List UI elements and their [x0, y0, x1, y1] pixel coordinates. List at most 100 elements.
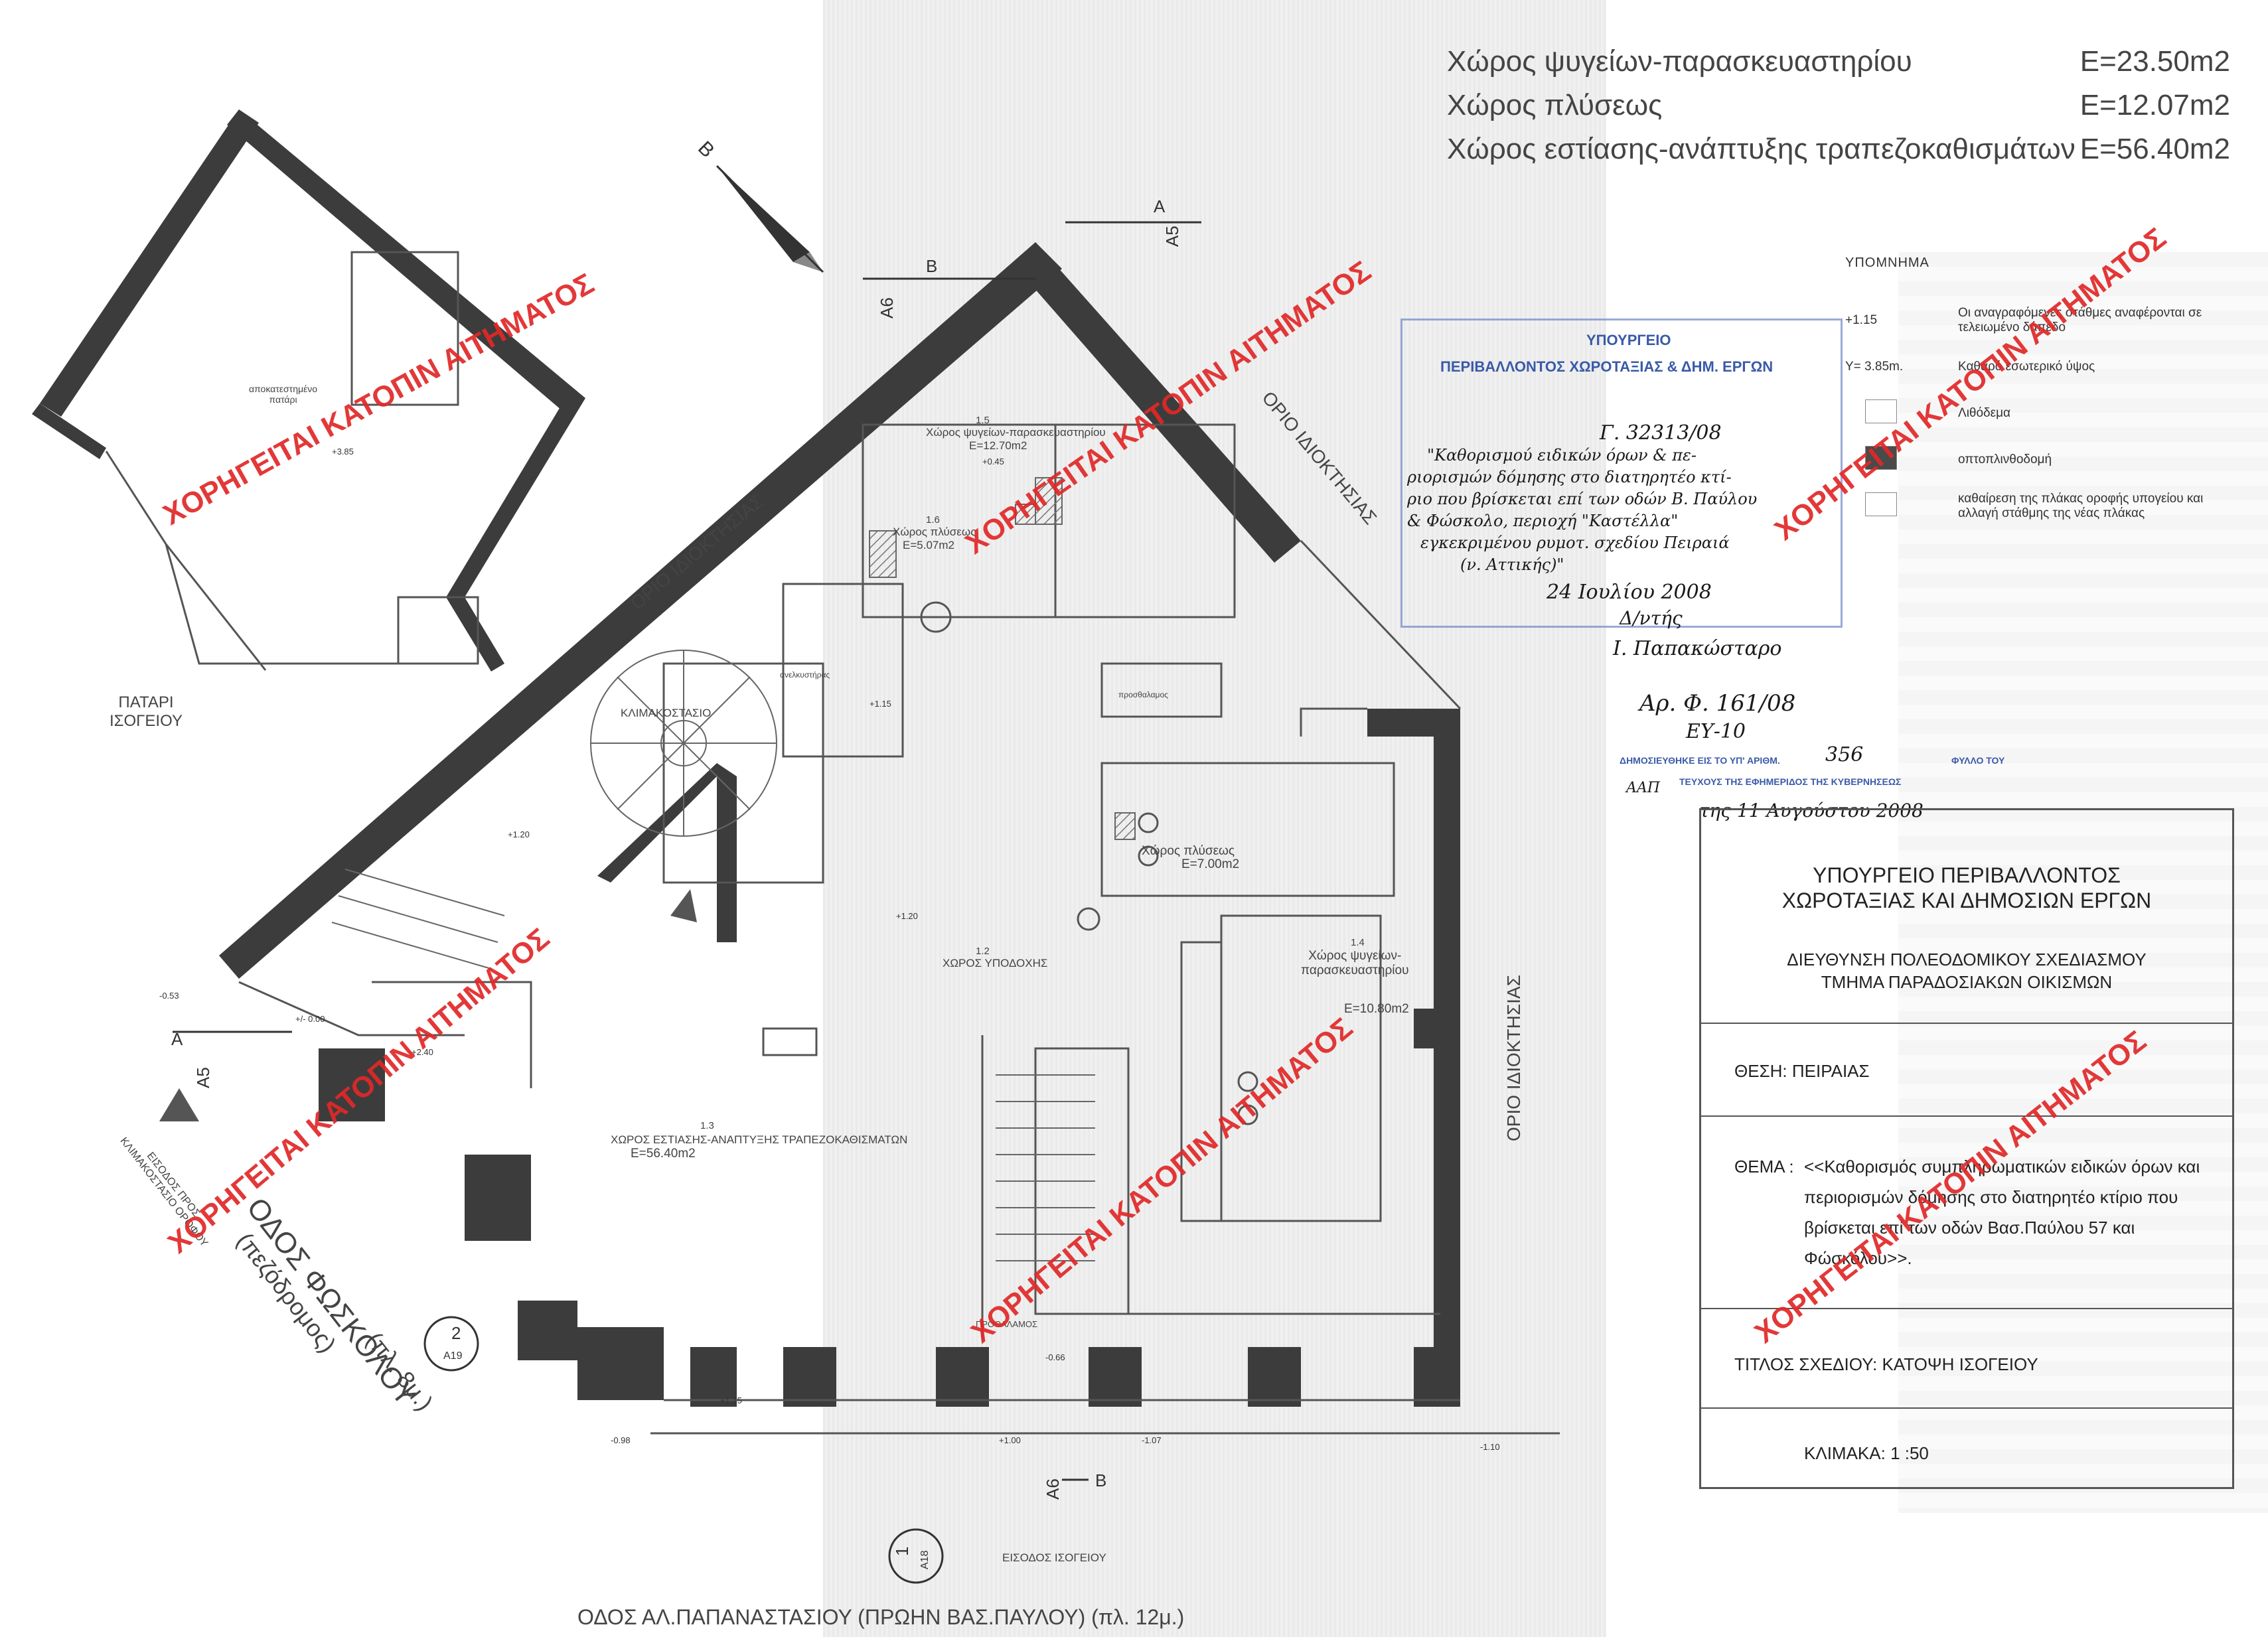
area-value: E=12.07m2	[2079, 89, 2230, 121]
level-marker: +1.00	[999, 1435, 1021, 1445]
stamp-hand-line: ριο που βρίσκεται επί των οδών Β. Παύλου	[1407, 490, 1758, 508]
entrance-ground-label: ΕΙΣΟΔΟΣ ΙΣΟΓΕΙΟΥ	[1002, 1551, 1106, 1564]
publication-line-1: ΔΗΜΟΣΙΕΥΘΗΚΕ ΕΙΣ ΤΟ ΥΠ' ΑΡΙΘΜ.	[1620, 755, 1780, 766]
room-14-area: E=10.80m2	[1344, 1002, 1409, 1016]
section-label-a-left: A	[171, 1029, 183, 1049]
room-11-name: Χώρος πλύσεως	[1142, 844, 1235, 858]
legend-title: ΥΠΟΜΝΗΜΑ	[1845, 255, 1929, 270]
tb-subject-line: Φώσκόλου>>.	[1804, 1248, 1912, 1268]
stamp-header-2: ΠΕΡΙΒΑΛΛΟΝΤΟΣ ΧΩΡΟΤΑΞΙΑΣ & ΔΗΜ. ΕΡΓΩΝ	[1440, 358, 1774, 375]
stamp-hand-line: Γ. 32313/08	[1600, 421, 1722, 445]
level-marker: +/- 0.00	[295, 1014, 325, 1024]
section-label-b-top: B	[926, 256, 937, 276]
tb-ministry-2: ΧΩΡΟΤΑΞΙΑΣ ΚΑΙ ΔΗΜΟΣΙΩΝ ΕΡΓΩΝ	[1781, 889, 2152, 912]
north-label: B	[694, 137, 718, 162]
legend-text: οπτοπλινθοδομή	[1958, 453, 2052, 466]
street-bottom-label: ΟΔΟΣ ΑΛ.ΠΑΠΑΝΑΣΤΑΣΙΟΥ (ΠΡΩΗΝ ΒΑΣ.ΠΑΥΛΟΥ)…	[577, 1605, 1184, 1629]
legend-swatch-stone	[1845, 399, 1958, 427]
room-16-code: 1.6	[926, 514, 940, 526]
legend-row: +1.15 Οι αναγραφόμενες στάθμες αναφέροντ…	[1845, 297, 2217, 344]
room-14-name: Χώρος ψυγείων- παρασκευαστηρίου	[1301, 949, 1409, 977]
property-line-label-top: ΟΡΙΟ ΙΔΙΟΚΤΗΣΙΑΣ	[627, 491, 767, 614]
section-label-a18: A18	[919, 1550, 931, 1569]
section-label-a5-top: A5	[1162, 226, 1182, 247]
section-labels: A A5 A6 B A A5 A6 B 1 A18 2 A19	[171, 196, 1182, 1569]
tb-drawing-title: ΤΙΤΛΟΣ ΣΧΕΔΙΟΥ: ΚΑΤΟΨΗ ΙΣΟΓΕΙΟΥ	[1734, 1354, 2038, 1374]
legend-row: Λιθόδεμα	[1845, 390, 2217, 437]
legend-row: καθαίρεση της πλάκας οροφής υπογείου και…	[1845, 483, 2217, 530]
room-15-area: E=12.70m2	[969, 439, 1027, 452]
main-walls	[219, 242, 1460, 1407]
level-marker: +1.15	[720, 1395, 742, 1405]
publication-line-2: ΤΕΥΧΟΥΣ ΤΗΣ ΕΦΗΜΕΡΙΔΟΣ ΤΗΣ ΚΥΒΕΡΝΗΣΕΩΣ	[1679, 776, 1902, 787]
stamp-header-1: ΥΠΟΥΡΓΕΙΟ	[1586, 332, 1671, 348]
title-block: ΥΠΟΥΡΓΕΙΟ ΠΕΡΙΒΑΛΛΟΝΤΟΣ ΧΩΡΟΤΑΞΙΑΣ ΚΑΙ Δ…	[1699, 808, 2234, 1489]
section-label-a5-left: A5	[193, 1067, 213, 1088]
lift-label: ανελκυστήρας	[780, 670, 830, 679]
stair-label: ΚΛΙΜΑΚΟΣΤΑΣΙΟ	[621, 707, 712, 719]
vestibule-label: ΠΡΟΘΑΛΑΜΟΣ	[976, 1319, 1038, 1329]
level-marker: -0.53	[159, 991, 179, 1001]
tb-dept-1: ΔΙΕΥΘΥΝΣΗ ΠΟΛΕΟΔΟΜΙΚΟΥ ΣΧΕΔΙΑΣΜΟΥ	[1787, 950, 2147, 969]
legend-row: οπτοπλινθοδομή	[1845, 437, 2217, 483]
scan-background-band-right	[1898, 252, 2268, 1513]
stamp-hand-line: Δ/ντής	[1620, 607, 1683, 629]
area-value: E=23.50m2	[2079, 45, 2230, 78]
room-11-area: E=7.00m2	[1181, 857, 1240, 871]
level-marker: +2.40	[412, 1047, 433, 1057]
tb-subject-label: ΘΕΜΑ :	[1734, 1157, 1794, 1176]
room-16-area: E=5.07m2	[903, 539, 954, 551]
area-row: Χώρος ψυγείων-παρασκευαστηρίου E=23.50m2	[1447, 40, 2230, 84]
area-label: Χώρος εστίασης-ανάπτυξης τραπεζοκαθισμάτ…	[1447, 133, 2076, 165]
area-row: Χώρος εστίασης-ανάπτυξης τραπεζοκαθισμάτ…	[1447, 127, 2230, 171]
room-16-name: Χώρος πλύσεως	[893, 526, 976, 538]
equipment	[869, 477, 1136, 840]
section-label-a6-top: A6	[877, 297, 897, 319]
stamp-hand-line: "Καθορισμού ειδικών όρων & πε-	[1427, 446, 1697, 464]
level-marker: +1.20	[508, 829, 530, 839]
interior-lines	[238, 423, 1560, 1435]
legend-text: Καθαρό εσωτερικό ύψος	[1958, 360, 2095, 374]
section-label-2: 2	[451, 1323, 461, 1343]
mezzanine-outline	[105, 251, 479, 671]
tb-subject-line: βρίσκεται επί των οδών Βασ.Παύλου 57 και	[1804, 1218, 2135, 1238]
level-marker: +1.15	[869, 699, 891, 709]
mezzanine-room-label: αποκατεστημένο πατάρι	[249, 384, 318, 405]
section-label-b-bottom: B	[1095, 1470, 1106, 1490]
section-label-1: 1	[892, 1547, 912, 1556]
section-label-a6-bottom: A6	[1043, 1478, 1063, 1500]
legend-text: καθαίρεση της πλάκας οροφής υπογείου και…	[1958, 492, 2204, 520]
area-label: Χώρος ψυγείων-παρασκευαστηρίου	[1447, 45, 1912, 78]
mezzanine-label: ΠΑΤΑΡΙ ΙΣΟΓΕΙΟΥ	[110, 693, 183, 730]
straight-stairs	[331, 869, 1095, 1261]
area-value: E=56.40m2	[2079, 133, 2230, 165]
legend: ΥΠΟΜΝΗΜΑ +1.15 Οι αναγραφόμενες στάθμες …	[1845, 255, 2217, 530]
legend-symbol: Y= 3.85m.	[1845, 360, 1904, 374]
area-row: Χώρος πλύσεως E=12.07m2	[1447, 84, 2230, 127]
room-12-code: 1.2	[976, 946, 990, 957]
section-label-a19: A19	[443, 1350, 463, 1362]
section-label-a-top: A	[1154, 196, 1166, 216]
level-marker: +3.85	[332, 447, 354, 457]
tb-scale: ΚΛΙΜΑΚΑ: 1 :50	[1804, 1443, 1929, 1463]
tb-subject-line: <<Καθορισμός συμπληρωματικών ειδικών όρω…	[1804, 1157, 2200, 1176]
level-marker: -0.66	[1045, 1352, 1065, 1362]
room-13-code: 1.3	[700, 1120, 714, 1131]
section-markers	[173, 221, 1201, 1584]
legend-row: Y= 3.85m. Καθαρό εσωτερικό ύψος	[1845, 344, 2217, 390]
area-summary: Χώρος ψυγείων-παρασκευαστηρίου E=23.50m2…	[1447, 40, 2230, 171]
legend-swatch-demolition	[1845, 492, 1958, 520]
room-13-name: ΧΩΡΟΣ ΕΣΤΙΑΣΗΣ-ΑΝΑΠΤΥΞΗΣ ΤΡΑΠΕΖΟΚΑΘΙΣΜΑΤ…	[611, 1133, 908, 1146]
tb-ministry-1: ΥΠΟΥΡΓΕΙΟ ΠΕΡΙΒΑΛΛΟΝΤΟΣ	[1813, 863, 2121, 887]
publication-sheet: ΦΥΛΛΟ ΤΟΥ	[1951, 755, 2005, 766]
area-label: Χώρος πλύσεως	[1447, 89, 1663, 121]
tb-subject-line: περιορισμών δόμησης στο διατηρητέο κτίρι…	[1804, 1187, 2178, 1207]
level-marker: -0.98	[611, 1435, 631, 1445]
mezzanine-walls	[32, 109, 585, 672]
stamp-signature: Ι. Παπακώσταρο	[1613, 637, 1782, 660]
stamp-file-number: Αρ. Φ. 161/08	[1639, 690, 1796, 717]
tb-location: ΘΕΣΗ: ΠΕΙΡΑΙΑΣ	[1734, 1061, 1870, 1081]
stamp-hand-line: εγκεκριμένου ρυμοτ. σχεδίου Πειραιά	[1420, 534, 1730, 552]
stamp-hand-line: (ν. Αττικής)"	[1460, 555, 1564, 574]
